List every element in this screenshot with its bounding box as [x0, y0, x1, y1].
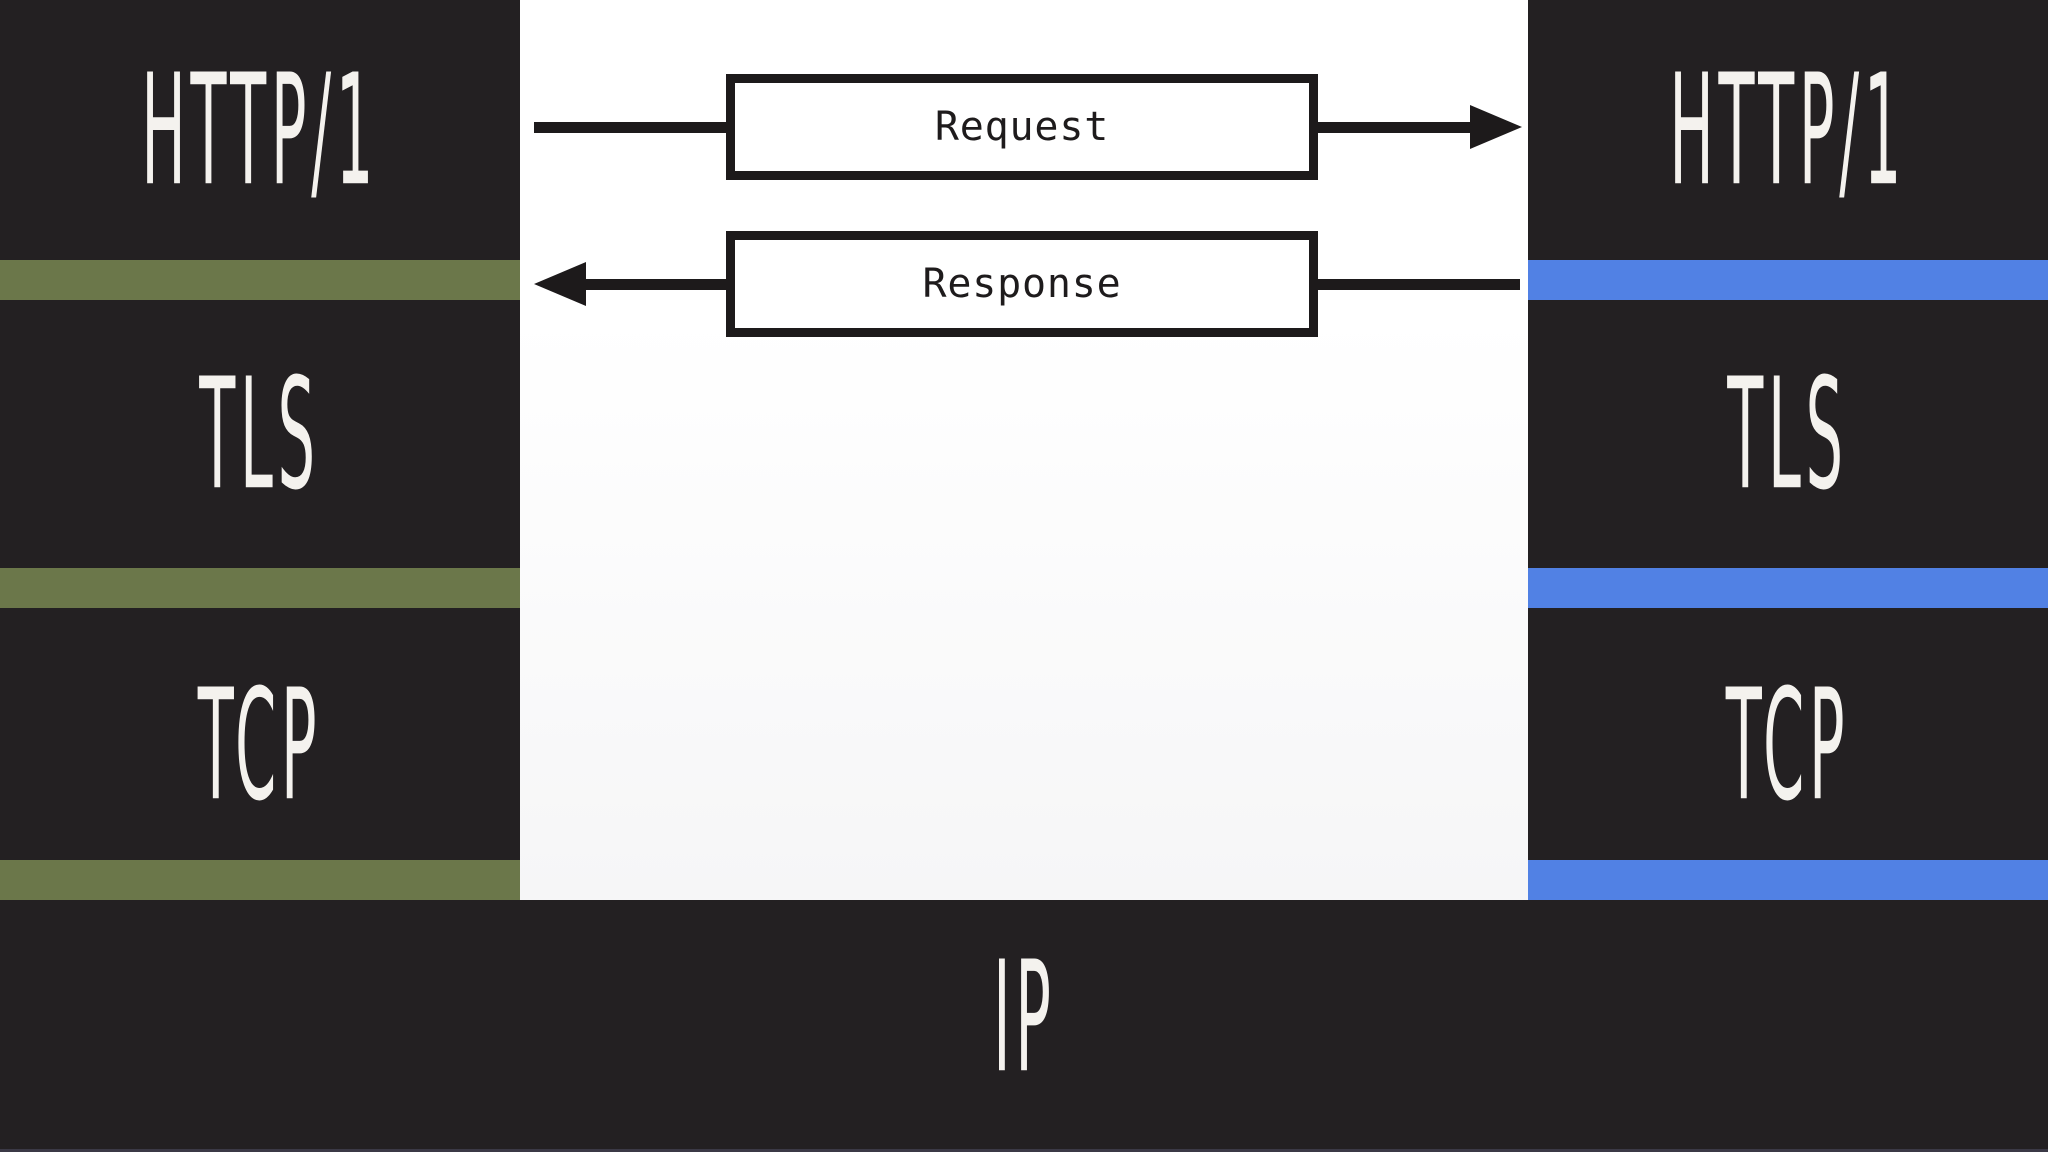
- ip-layer: IP: [0, 900, 2048, 1152]
- server-layer-tls: TLS: [1528, 300, 2048, 568]
- client-layer-separator: [0, 568, 520, 608]
- server-layer-separator: [1528, 860, 2048, 900]
- client-tls-label: TLS: [199, 344, 321, 524]
- ip-label: IP: [992, 927, 1056, 1107]
- response-label: Response: [922, 261, 1122, 307]
- request-arrow-line-left: [534, 122, 726, 133]
- bottom-edge-line: [0, 1149, 2048, 1152]
- request-arrow-line-right: [1318, 122, 1472, 133]
- client-layer-tcp: TCP: [0, 608, 520, 860]
- client-layer-http1: HTTP/1: [0, 0, 520, 260]
- request-label: Request: [934, 104, 1110, 150]
- server-layer-separator: [1528, 260, 2048, 300]
- client-layer-separator: [0, 260, 520, 300]
- server-layer-separator: [1528, 568, 2048, 608]
- client-layer-tls: TLS: [0, 300, 520, 568]
- client-tcp-label: TCP: [198, 655, 322, 835]
- client-layer-separator: [0, 860, 520, 900]
- response-arrow-line-left: [586, 279, 726, 290]
- server-tls-label: TLS: [1727, 344, 1849, 524]
- response-box: Response: [726, 231, 1318, 337]
- server-layer-http1: HTTP/1: [1528, 0, 2048, 260]
- client-http1-label: HTTP/1: [141, 40, 379, 220]
- request-box: Request: [726, 74, 1318, 180]
- arrow-left-icon: [534, 262, 586, 306]
- server-layer-tcp: TCP: [1528, 608, 2048, 860]
- server-tcp-label: TCP: [1726, 655, 1850, 835]
- arrow-right-icon: [1470, 105, 1522, 149]
- response-arrow-line-right: [1318, 279, 1520, 290]
- server-http1-label: HTTP/1: [1669, 40, 1907, 220]
